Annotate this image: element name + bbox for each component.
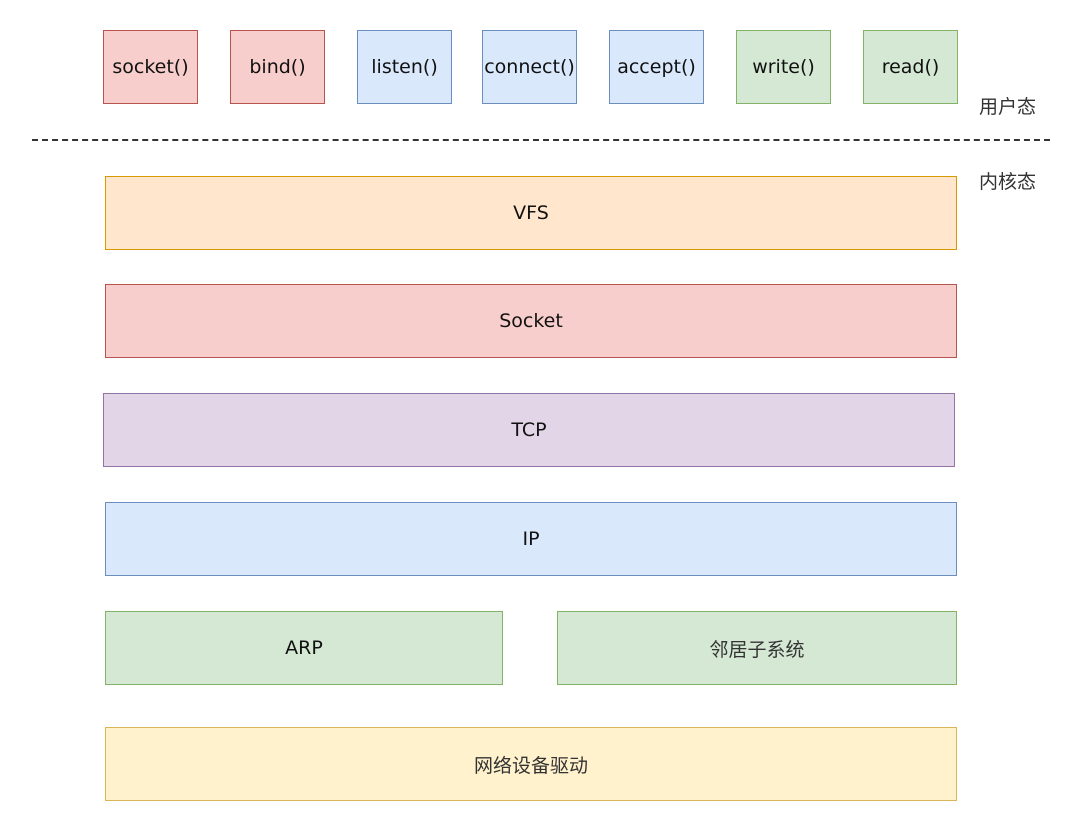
ip-layer: IP (105, 502, 957, 576)
write-call-box: write() (736, 30, 831, 104)
connect-call-box: connect() (482, 30, 577, 104)
socket-call-box: socket() (103, 30, 198, 104)
accept-call-box: accept() (609, 30, 704, 104)
kernel-space-label: 内核态 (979, 171, 1037, 193)
tcp-layer: TCP (103, 393, 955, 467)
network-device-driver-layer: 网络设备驱动 (105, 727, 957, 801)
socket-layer: Socket (105, 284, 957, 358)
neighbor-subsystem-layer: 邻居子系统 (557, 611, 957, 685)
listen-call-box: listen() (357, 30, 452, 104)
vfs-layer: VFS (105, 176, 957, 250)
user-kernel-divider (32, 139, 1050, 141)
bind-call-box: bind() (230, 30, 325, 104)
arp-layer: ARP (105, 611, 503, 685)
user-space-label: 用户态 (979, 96, 1037, 118)
read-call-box: read() (863, 30, 958, 104)
